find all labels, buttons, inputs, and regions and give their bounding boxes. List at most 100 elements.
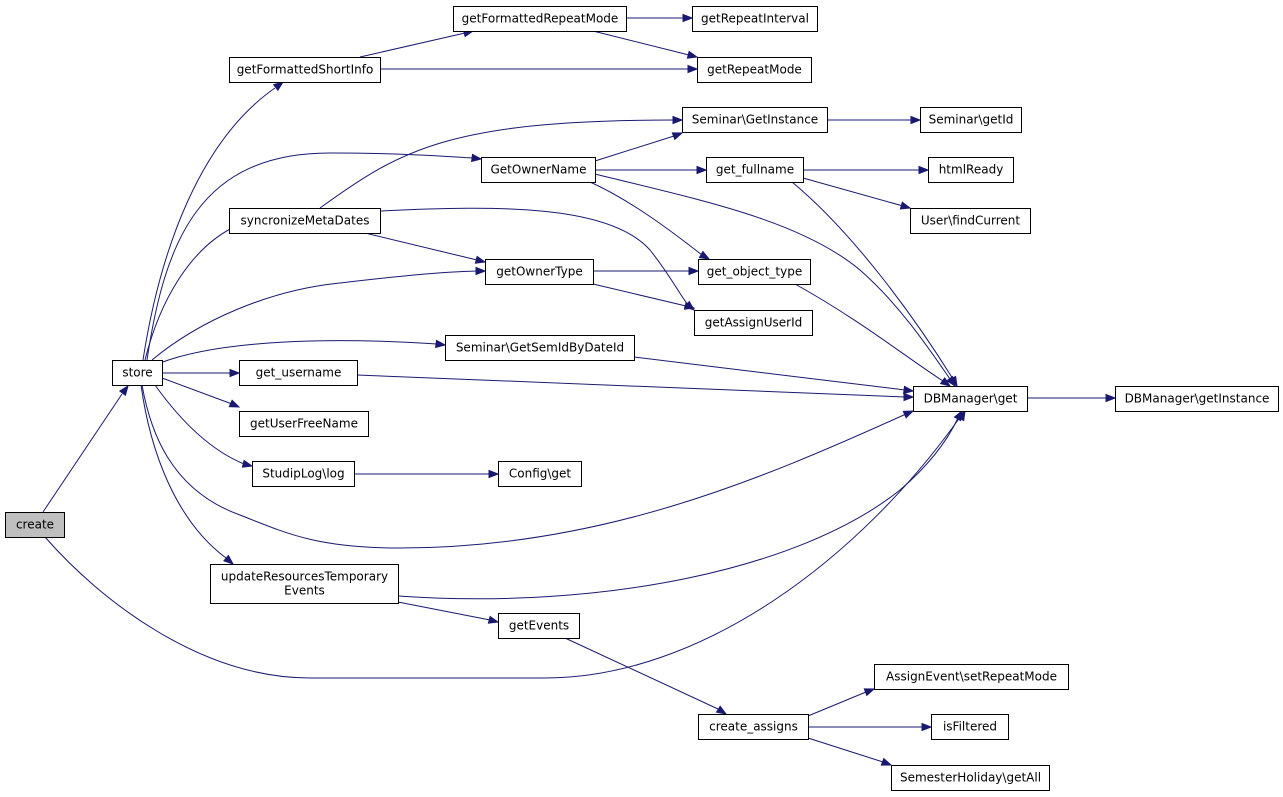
arrowhead bbox=[899, 201, 912, 210]
node-assignEventSetRepeatMode[interactable]: AssignEvent\setRepeatMode bbox=[874, 664, 1069, 690]
node-label: get_username bbox=[256, 366, 342, 380]
arrowhead bbox=[229, 368, 241, 378]
node-label: getFormattedRepeatMode bbox=[462, 12, 619, 26]
node-seminarGetId[interactable]: Seminar\getId bbox=[920, 107, 1022, 133]
node-userFindCurrent[interactable]: User\findCurrent bbox=[910, 208, 1031, 234]
node-htmlReady[interactable]: htmlReady bbox=[928, 157, 1014, 183]
node-getFormattedRepeatMode[interactable]: getFormattedRepeatMode bbox=[453, 6, 627, 32]
edge-getFullname-to-userFindCurrent bbox=[802, 177, 912, 210]
edge-line bbox=[161, 377, 233, 405]
node-store[interactable]: store bbox=[112, 360, 163, 386]
node-label: get_object_type bbox=[707, 265, 803, 279]
arrowhead bbox=[435, 339, 447, 349]
arrowhead bbox=[471, 153, 483, 163]
arrowhead bbox=[918, 165, 930, 175]
node-getRepeatInterval[interactable]: getRepeatInterval bbox=[692, 6, 818, 32]
node-box bbox=[891, 765, 1050, 791]
edge-getObjectType-to-dbManagerGet bbox=[794, 283, 952, 387]
arrowhead bbox=[488, 469, 500, 479]
node-box bbox=[229, 57, 381, 83]
edge-line bbox=[319, 119, 675, 209]
edge-line bbox=[144, 227, 233, 361]
edge-line bbox=[564, 637, 719, 710]
node-box bbox=[706, 157, 804, 183]
arrowhead bbox=[672, 115, 684, 125]
arrowhead bbox=[910, 115, 922, 125]
edge-line bbox=[44, 412, 964, 679]
node-dbManagerGetInstance[interactable]: DBManager\getInstance bbox=[1115, 386, 1279, 412]
node-label: AssignEvent\setRepeatMode bbox=[886, 670, 1057, 684]
call-edges bbox=[42, 13, 1117, 766]
arrowhead bbox=[671, 132, 684, 141]
node-label: DBManager\getInstance bbox=[1125, 392, 1270, 406]
node-box bbox=[239, 411, 369, 437]
edge-line bbox=[592, 30, 690, 56]
node-label: Config\get bbox=[509, 467, 572, 481]
node-label: Seminar\GetInstance bbox=[692, 113, 818, 127]
node-seminarGetSemIdByDateId[interactable]: Seminar\GetSemIdByDateId bbox=[445, 335, 635, 361]
edge-getFormattedShortInfo-to-getRepeatMode bbox=[380, 64, 699, 74]
edge-store-to-getUserFreeName bbox=[161, 377, 241, 408]
node-box bbox=[485, 259, 594, 285]
arrowhead bbox=[118, 384, 129, 397]
edge-line bbox=[397, 601, 491, 621]
node-label: getUserFreeName bbox=[250, 417, 358, 431]
node-getRepeatMode[interactable]: getRepeatMode bbox=[697, 57, 812, 83]
node-getFormattedShortInfo[interactable]: getFormattedShortInfo bbox=[229, 57, 381, 83]
edge-line bbox=[589, 181, 703, 256]
node-box bbox=[498, 613, 580, 639]
node-configGet[interactable]: Config\get bbox=[498, 461, 582, 487]
edge-line bbox=[159, 340, 438, 364]
node-box bbox=[698, 259, 811, 285]
node-getUserFreeName[interactable]: getUserFreeName bbox=[239, 411, 369, 437]
edge-dbManagerGet-to-dbManagerGetInstance bbox=[1027, 393, 1117, 403]
node-studipLogLog[interactable]: StudipLog\log bbox=[252, 461, 355, 487]
edge-seminarGetSemIdByDateId-to-dbManagerGet bbox=[633, 356, 915, 395]
node-getEvents[interactable]: getEvents bbox=[498, 613, 580, 639]
edge-line bbox=[356, 374, 906, 398]
node-getUsername[interactable]: get_username bbox=[239, 360, 358, 386]
arrowhead bbox=[272, 81, 285, 92]
edge-store-to-seminarGetSemIdByDateId bbox=[159, 339, 447, 364]
edge-line bbox=[364, 232, 478, 261]
node-isFiltered[interactable]: isFiltered bbox=[931, 714, 1009, 740]
node-getOwnerType[interactable]: getOwnerType bbox=[485, 259, 594, 285]
node-label: getFormattedShortInfo bbox=[237, 63, 374, 77]
node-createAssigns[interactable]: create_assigns bbox=[698, 714, 809, 740]
arrowhead bbox=[474, 255, 487, 264]
edge-line bbox=[146, 152, 474, 361]
node-getOwnerName[interactable]: GetOwnerName bbox=[481, 157, 596, 183]
node-getFullname[interactable]: get_fullname bbox=[706, 157, 804, 183]
node-box bbox=[682, 107, 828, 133]
edge-line bbox=[151, 270, 478, 361]
arrowhead bbox=[953, 409, 963, 422]
arrowhead bbox=[863, 688, 876, 697]
node-getAssignUserId[interactable]: getAssignUserId bbox=[694, 310, 813, 336]
node-create[interactable]: create bbox=[5, 512, 65, 538]
edge-getFullname-to-htmlReady bbox=[803, 165, 930, 175]
arrowhead bbox=[903, 385, 915, 395]
node-getObjectType[interactable]: get_object_type bbox=[698, 259, 811, 285]
node-box bbox=[1115, 386, 1279, 412]
edge-line bbox=[379, 207, 689, 306]
node-seminarGetInstance[interactable]: Seminar\GetInstance bbox=[682, 107, 828, 133]
edge-getOwnerType-to-getObjectType bbox=[593, 266, 700, 276]
arrowhead bbox=[475, 266, 487, 276]
node-syncronizeMetaDates[interactable]: syncronizeMetaDates bbox=[229, 208, 381, 234]
node-box bbox=[5, 512, 65, 538]
edge-line bbox=[592, 283, 687, 307]
node-semesterHolidayGetAll[interactable]: SemesterHoliday\getAll bbox=[891, 765, 1050, 791]
node-dbManagerGet[interactable]: DBManager\get bbox=[913, 386, 1028, 412]
node-box bbox=[498, 461, 582, 487]
arrowhead bbox=[682, 13, 694, 23]
edge-store-to-updateResourcesTemporaryEvents bbox=[140, 384, 235, 565]
arrowhead bbox=[241, 459, 254, 468]
node-label: GetOwnerName bbox=[491, 163, 587, 177]
node-box bbox=[453, 6, 627, 32]
edge-line bbox=[594, 135, 675, 162]
edge-store-to-getOwnerType bbox=[151, 266, 487, 361]
arrowhead bbox=[921, 722, 933, 732]
node-box bbox=[913, 386, 1028, 412]
arrowhead bbox=[903, 392, 915, 402]
